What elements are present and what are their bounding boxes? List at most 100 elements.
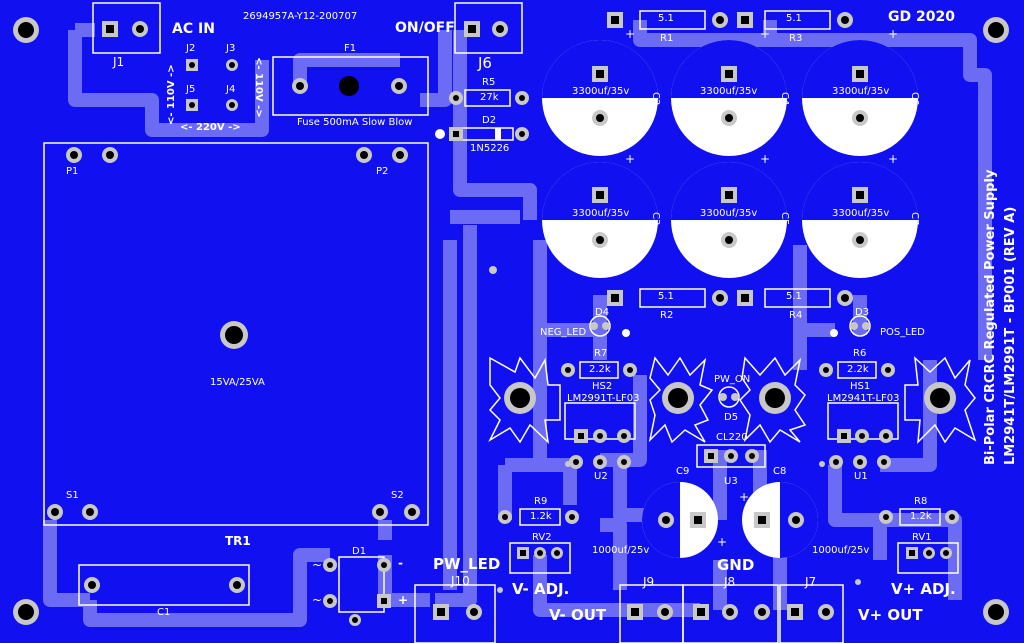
c3-label: C3	[650, 212, 661, 226]
r3-plus: +	[760, 27, 771, 41]
d1-tilde-bottom: ~	[312, 593, 323, 607]
r6-label: R6	[853, 348, 867, 359]
c5-value: 3300uf/35v	[700, 208, 758, 219]
d1-outline	[338, 556, 385, 613]
r2-label: R2	[660, 310, 674, 321]
c7-value: 3300uf/35v	[832, 208, 890, 219]
r5-label: R5	[482, 77, 496, 88]
j6-label: J6	[478, 54, 492, 72]
c1-label: C1	[157, 607, 171, 618]
rv2-label: RV2	[532, 532, 552, 543]
hs2-part: LM2991T-LF03	[567, 393, 640, 404]
j4-label: J4	[226, 84, 236, 95]
gnd-label: GND	[717, 556, 755, 574]
tr1-label: TR1	[225, 534, 251, 548]
pads	[47, 21, 834, 626]
r9-label: R9	[534, 496, 548, 507]
s1-label: S1	[66, 490, 79, 501]
rv1-outline	[897, 542, 959, 574]
neg-led-label: NEG_LED	[540, 327, 587, 338]
c7-plus: +	[888, 152, 899, 166]
bulk-capacitors	[542, 40, 918, 278]
u3-part: CL220	[716, 432, 748, 443]
fuse-value-label: Fuse 500mA Slow Blow	[297, 117, 413, 128]
c1-outline	[78, 564, 250, 606]
c4-label: C4	[779, 92, 790, 106]
v-minus-out-label: V- OUT	[549, 606, 607, 624]
resistor-pads	[435, 12, 959, 524]
r8-label: R8	[914, 496, 928, 507]
c4-value: 3300uf/35v	[700, 86, 758, 97]
d1-tilde-top: ~	[312, 558, 323, 572]
c3-value: 3300uf/35v	[572, 208, 630, 219]
r5-value: 27k	[480, 92, 499, 103]
r7-label: R7	[594, 348, 608, 359]
c9-plus: +	[717, 535, 728, 549]
pos-led-label: POS_LED	[880, 327, 925, 338]
c8-value: 1000uf/25v	[812, 545, 870, 556]
tr1-outline	[43, 142, 429, 526]
v110-left-label: <- 110V ->	[166, 64, 177, 125]
hs1-part: LM2941T-LF03	[827, 393, 900, 404]
board-title-line1: Bi-Polar CRCRC Regulated Power Supply	[983, 169, 998, 465]
heatsinks	[488, 356, 977, 445]
r4-value: 5.1	[786, 291, 802, 302]
vias	[489, 266, 861, 593]
r1-value: 5.1	[658, 13, 674, 24]
u3-outline	[696, 444, 766, 468]
r2-value: 5.1	[658, 291, 674, 302]
r9-value: 1.2k	[530, 511, 552, 522]
j1-outline	[92, 2, 161, 54]
c5-plus: +	[760, 152, 771, 166]
c6-label: C6	[909, 92, 920, 106]
d2-label: D2	[482, 115, 497, 126]
c7-label: C7	[909, 212, 920, 226]
c6-value: 3300uf/35v	[832, 86, 890, 97]
f1-outline	[272, 56, 429, 116]
j5-label: J5	[186, 84, 196, 95]
d1-plus: +	[398, 593, 409, 607]
j7-label: J7	[805, 575, 817, 589]
c5-label: C5	[779, 212, 790, 226]
c9-label: C9	[676, 466, 690, 477]
j1-label: J1	[113, 55, 125, 69]
u3-label: U3	[724, 476, 738, 487]
r7-value: 2.2k	[589, 364, 611, 375]
j3-label: J3	[226, 43, 236, 54]
heatsink-holes	[504, 382, 956, 414]
j9-label: J9	[643, 575, 655, 589]
v220-label: <- 220V ->	[180, 122, 241, 133]
r1-label: R1	[660, 33, 674, 44]
j7-outline	[779, 584, 844, 643]
j10-outline	[414, 584, 496, 643]
c9-value: 1000uf/25v	[592, 545, 650, 556]
hs2-label: HS2	[592, 381, 613, 392]
pw-on-label: PW_ON	[714, 374, 751, 385]
p1-label: P1	[66, 166, 79, 177]
regulator-pads	[569, 429, 893, 469]
board-title-line2: LM2941T/LM2991T - BP001 (REV A)	[1003, 206, 1018, 465]
d5-label: D5	[724, 412, 739, 423]
hs1-label: HS1	[850, 381, 871, 392]
p2-label: P2	[376, 166, 389, 177]
board-part-number: 2694957A-Y12-200707	[243, 11, 358, 22]
j8-outline	[682, 584, 779, 643]
r1-plus: +	[625, 27, 636, 41]
r8-value: 1.2k	[910, 511, 932, 522]
d3-label: D3	[855, 307, 870, 318]
rv1-label: RV1	[912, 532, 932, 543]
c2-value: 3300uf/35v	[572, 86, 630, 97]
j10-label: J10	[451, 574, 470, 588]
d4-label: D4	[595, 307, 610, 318]
r6-value: 2.2k	[847, 364, 869, 375]
v-minus-adj-label: V- ADJ.	[512, 580, 570, 598]
leds	[589, 315, 871, 408]
r3-value: 5.1	[786, 13, 802, 24]
d1-minus: -	[398, 556, 403, 570]
designer-label: GD 2020	[888, 9, 955, 25]
on-off-label: ON/OFF	[395, 20, 455, 36]
rv2-outline	[509, 542, 571, 574]
c3-plus: +	[625, 152, 636, 166]
